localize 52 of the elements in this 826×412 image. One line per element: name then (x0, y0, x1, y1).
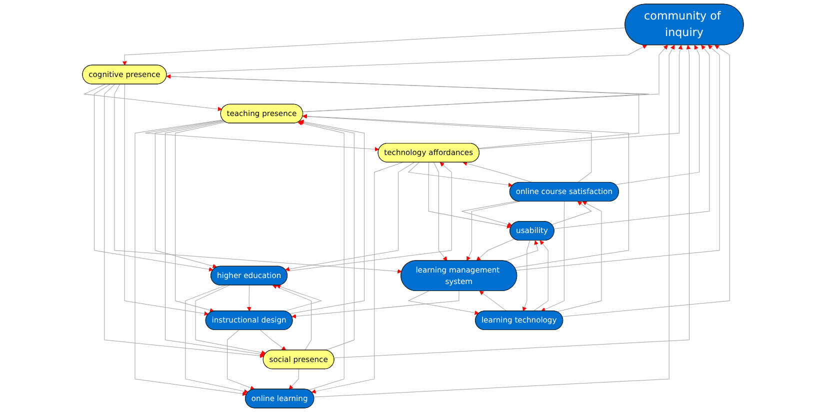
arrow (302, 114, 629, 268)
arrow (122, 28, 626, 66)
arrow (461, 200, 518, 226)
arrow (166, 44, 647, 74)
arrow (462, 161, 534, 183)
arrow (434, 162, 448, 261)
arrow (134, 120, 247, 396)
arrow (124, 84, 209, 316)
arrow (311, 162, 403, 394)
arrow (104, 84, 264, 358)
arrow (246, 285, 252, 312)
arrow (562, 44, 730, 317)
arrow (260, 330, 286, 350)
arrow (272, 284, 312, 350)
arrow (540, 201, 565, 312)
arrow (175, 122, 226, 312)
arrow (334, 44, 691, 358)
arrow (286, 162, 452, 272)
arrow (466, 201, 520, 261)
arrow (276, 284, 322, 312)
arrow (516, 44, 720, 271)
arrow (290, 120, 364, 314)
arrow (533, 240, 548, 312)
arrow (185, 285, 248, 394)
arrow (479, 290, 507, 312)
arrow (428, 162, 512, 228)
arrow (408, 162, 513, 188)
arrow (154, 120, 224, 268)
arrow (552, 201, 592, 225)
arrow (288, 368, 300, 390)
arrow (554, 44, 710, 229)
arrow (166, 74, 650, 112)
arrow (298, 120, 354, 351)
arrow (83, 84, 222, 112)
arrow (302, 114, 592, 183)
arrow (285, 162, 414, 272)
arrow (478, 44, 682, 150)
arrow (476, 238, 515, 261)
arrow (505, 240, 538, 262)
arrow (165, 121, 265, 356)
arrow (615, 44, 700, 185)
arrow (94, 84, 214, 272)
arrow (195, 285, 266, 355)
arrow (556, 201, 602, 312)
arrow (408, 290, 480, 315)
arrow (144, 120, 380, 152)
arrow (522, 240, 530, 312)
arrow (314, 44, 675, 398)
arrow (292, 290, 460, 318)
arrow (298, 121, 344, 390)
arrow (114, 84, 402, 274)
arrow (227, 330, 255, 390)
